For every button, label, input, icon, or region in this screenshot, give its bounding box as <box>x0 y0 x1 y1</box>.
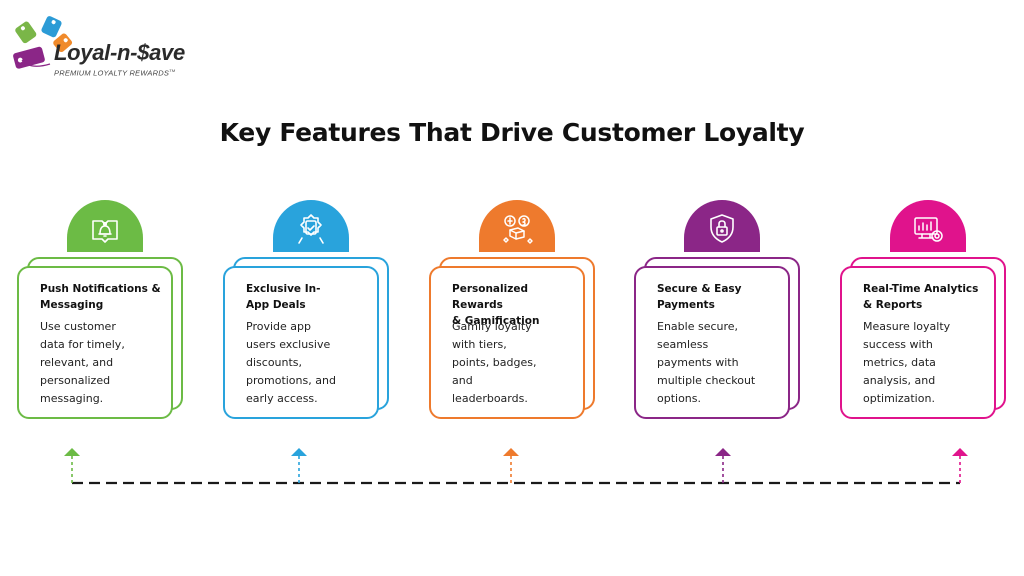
timeline-arrow-payments <box>715 448 731 483</box>
timeline-arrow-rewards <box>503 448 519 483</box>
shield-lock-icon <box>710 214 734 243</box>
card-title: Real-Time Analytics& Reports <box>863 283 979 311</box>
timeline-arrow-deals <box>291 448 307 483</box>
feature-card-analytics: Real-Time Analytics& Reports Measure loy… <box>840 200 1010 430</box>
analytics-icon <box>914 217 943 242</box>
bell-icon <box>92 220 118 243</box>
card-front: Push Notifications &Messaging Use custom… <box>17 266 173 419</box>
feature-tab <box>67 200 143 252</box>
timeline-arrow-push <box>64 448 80 483</box>
badge-icon <box>298 214 324 244</box>
feature-tab <box>684 200 760 252</box>
feature-tab <box>273 200 349 252</box>
card-title: Personalized Rewards& Gamification <box>452 283 540 327</box>
page-title: Key Features That Drive Customer Loyalty <box>219 118 805 147</box>
brand-name: Loyal-n-$ave <box>54 40 185 65</box>
feature-tab <box>890 200 966 252</box>
card-title: Exclusive In-App Deals <box>246 283 321 311</box>
card-front: Personalized Rewards& Gamification Gamif… <box>429 266 585 419</box>
brand-logo: Loyal-n-$ave PREMIUM LOYALTY REWARDSTM <box>10 14 210 84</box>
brand-tagline: PREMIUM LOYALTY REWARDSTM <box>54 68 176 78</box>
feature-card-personalized-rewards: Personalized Rewards& Gamification Gamif… <box>429 200 599 430</box>
card-title: Push Notifications &Messaging <box>40 283 161 311</box>
timeline-connector <box>64 448 968 485</box>
timeline-arrow-analytics <box>952 448 968 483</box>
card-front: Real-Time Analytics& Reports Measure loy… <box>840 266 996 419</box>
price-tags-icon <box>13 16 73 69</box>
rewards-icon <box>503 215 533 244</box>
feature-tab <box>479 200 555 252</box>
feature-card-push-notifications: Push Notifications &Messaging Use custom… <box>17 200 187 430</box>
